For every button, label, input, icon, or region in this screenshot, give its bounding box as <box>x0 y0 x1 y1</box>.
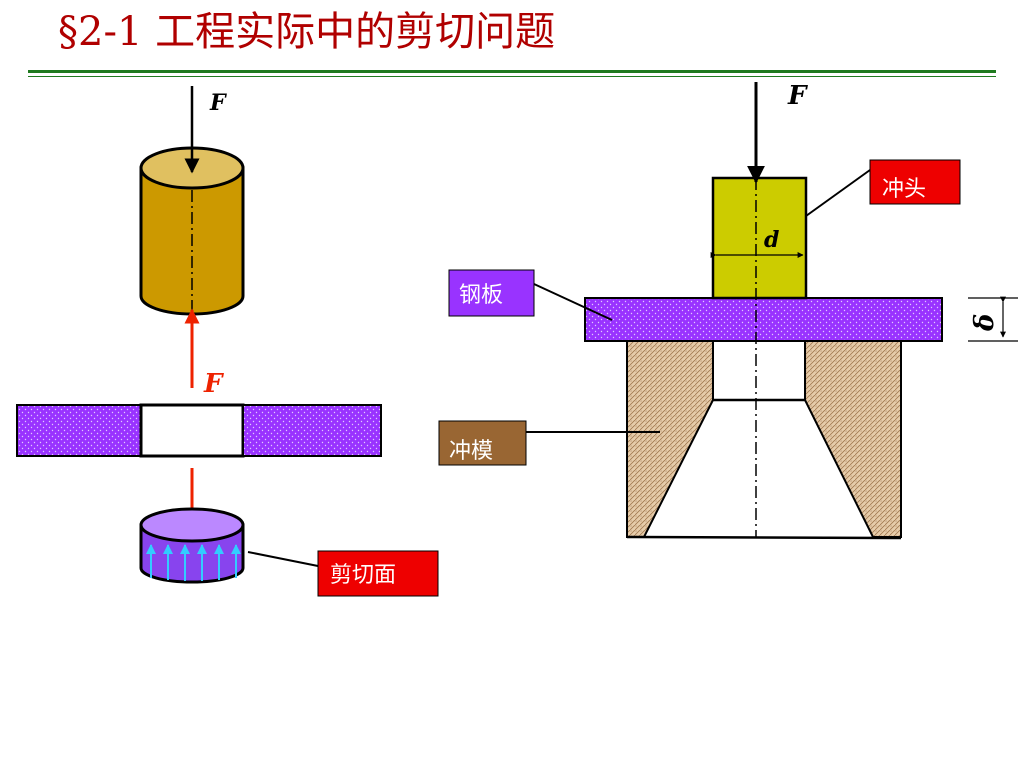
dim-delta <box>968 296 1018 342</box>
die <box>626 340 902 540</box>
title-rule-thick <box>28 70 996 73</box>
left-plate <box>16 403 382 458</box>
cylinder <box>139 146 245 316</box>
shear-surface-leader <box>247 551 319 567</box>
shear-stress-arrows <box>146 544 241 581</box>
left-force-label: F <box>209 90 227 116</box>
steel-plate <box>584 297 943 342</box>
right-diagram: F d δ 冲头 钢板 冲模 <box>438 81 1018 540</box>
left-diagram: F F 剪切面 <box>16 86 439 597</box>
dim-d-label: d <box>764 227 779 253</box>
punch-leader <box>805 169 871 217</box>
title-rule-thin <box>28 76 996 77</box>
plate-leader <box>533 283 613 321</box>
plug <box>139 507 245 584</box>
right-force-label: F <box>787 81 808 111</box>
punch-tag <box>869 159 961 205</box>
plate-tag <box>448 269 535 317</box>
left-reaction-label: F <box>203 369 224 399</box>
page-title: §2-1 工程实际中的剪切问题 <box>58 9 556 55</box>
die-tag <box>438 420 527 466</box>
punch <box>711 176 808 300</box>
dim-delta-label: δ <box>970 314 1000 332</box>
shear-surface-tag <box>317 550 439 597</box>
punch-label: 冲头 <box>882 177 926 202</box>
shear-surface-label: 剪切面 <box>330 563 396 588</box>
plate-label: 钢板 <box>459 283 503 308</box>
plug-top <box>139 507 245 543</box>
die-label: 冲模 <box>449 439 493 464</box>
